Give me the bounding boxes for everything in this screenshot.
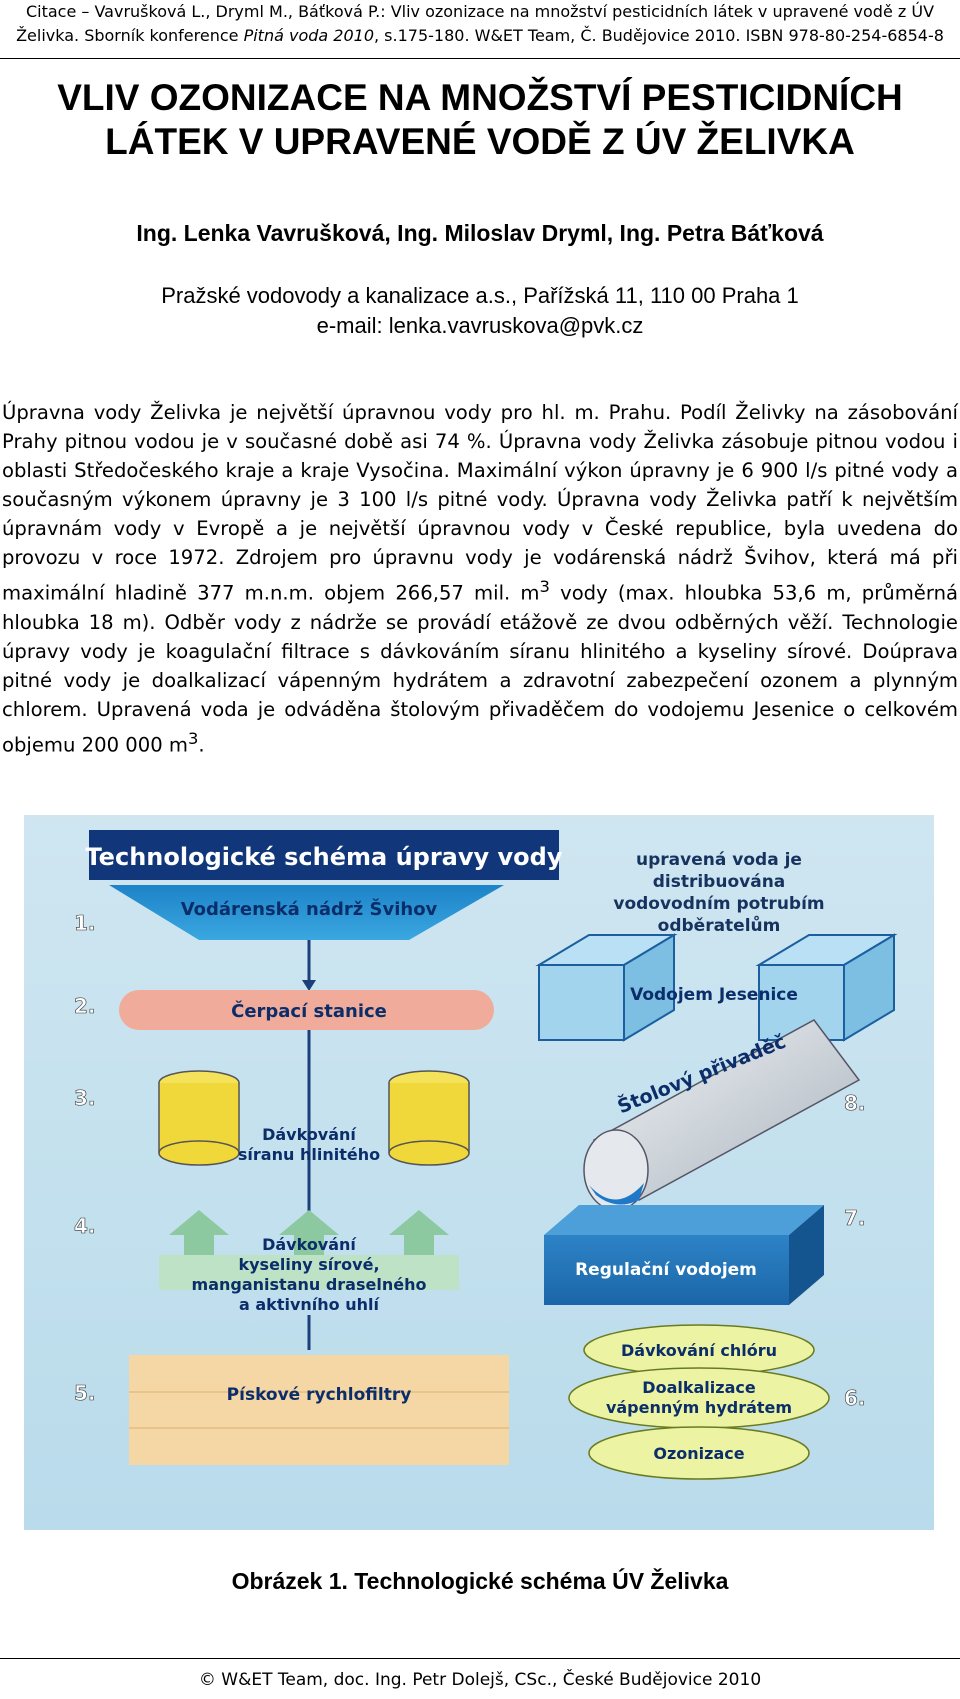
step-7-label: 7. <box>844 1206 866 1230</box>
arrow-up-3 <box>389 1210 449 1255</box>
step-2-label: 2. <box>74 994 96 1018</box>
technology-scheme-figure: Technologické schéma úpravy vody 1. 2. 3… <box>24 815 934 1530</box>
acid-dosing-band <box>159 1255 459 1290</box>
sand-filters <box>129 1355 509 1465</box>
reservoir-box-1 <box>538 964 625 1041</box>
step-1-label: 1. <box>74 911 96 935</box>
regulation-box <box>544 1235 789 1305</box>
ozone-label: Ozonizace <box>653 1444 744 1463</box>
citation-line-2: Želivka. Sborník konference Pitná voda 2… <box>0 24 960 48</box>
step-8-label: 8. <box>844 1091 866 1115</box>
affiliation-email[interactable]: e-mail: lenka.vavruskova@pvk.cz <box>316 313 644 338</box>
step-5-label: 5. <box>74 1381 96 1405</box>
figure-caption: Obrázek 1. Technologické schéma ÚV Želiv… <box>231 1568 729 1594</box>
dosing-2-line-2: kyseliny sírové, <box>238 1255 379 1274</box>
citation-conference-name: Pitná voda 2010 <box>243 26 374 45</box>
paper-title: VLIV OZONIZACE NA MNOŽSTVÍ PESTICIDNÍCH … <box>0 76 960 164</box>
arrow-up-2 <box>279 1210 339 1255</box>
tank-right-bottom <box>388 1140 470 1166</box>
dosing-1-line-2: síranu hlinitého <box>238 1145 380 1164</box>
arrow-head-1 <box>302 980 316 991</box>
reservoir-label: Vodárenská nádrž Švihov <box>181 898 438 920</box>
alkalization-line-2: vápenným hydrátem <box>606 1398 792 1417</box>
arrow-up-1 <box>169 1210 229 1255</box>
title-line-2: LÁTEK V UPRAVENÉ VODĚ Z ÚV ŽELIVKA <box>105 121 855 162</box>
footer-divider <box>0 1658 960 1659</box>
body-text-a: Úpravna vody Želivka je největší úpravno… <box>2 401 958 605</box>
dosing-2-line-1: Dávkování <box>262 1235 357 1254</box>
ozone-ellipse <box>588 1426 810 1480</box>
step-6-label: 6. <box>844 1386 866 1410</box>
pump-station-label: Čerpací stanice <box>231 1000 387 1022</box>
superscript-3b: 3 <box>188 728 199 748</box>
step-3-label: 3. <box>74 1086 96 1110</box>
chlorine-label: Dávkování chlóru <box>621 1341 777 1360</box>
regulation-label: Regulační vodojem <box>575 1260 757 1280</box>
reservoir-box-1-side <box>623 933 675 1042</box>
tunnel-water <box>589 1183 644 1205</box>
regulation-box-top <box>544 1205 824 1235</box>
superscript-3: 3 <box>539 577 550 596</box>
body-paragraph: Úpravna vody Želivka je největší úpravno… <box>2 398 958 759</box>
tank-left-bottom <box>158 1140 240 1166</box>
affiliation-address: Pražské vodovody a kanalizace a.s., Paří… <box>161 283 799 308</box>
dosing-1-line-1: Dávkování <box>262 1125 357 1144</box>
citation-header: Citace – Vavrušková L., Dryml M., Báťkov… <box>0 0 960 48</box>
distribution-line-3: vodovodním potrubím <box>613 894 824 914</box>
figure-title: Technologické schéma úpravy vody <box>86 843 563 871</box>
dosing-2-line-3: manganistanu draselného <box>192 1275 427 1294</box>
dosing-2-line-4: a aktivního uhlí <box>239 1295 380 1314</box>
pump-station-shape <box>119 990 494 1030</box>
distribution-line-4: odběratelům <box>658 914 781 936</box>
body-text-end: . <box>198 733 205 757</box>
jesenice-label: Vodojem Jesenice <box>630 985 798 1005</box>
regulation-box-side <box>789 1205 824 1305</box>
authors: Ing. Lenka Vavrušková, Ing. Miloslav Dry… <box>136 220 824 246</box>
step-4-label: 4. <box>74 1214 96 1238</box>
footer: © W&ET Team, doc. Ing. Petr Dolejš, CSc.… <box>198 1670 762 1690</box>
figure-title-bar <box>89 830 559 880</box>
body-text-b: vody (max. hloubka 53,6 m, průměrná hlou… <box>2 581 958 757</box>
title-line-1: VLIV OZONIZACE NA MNOŽSTVÍ PESTICIDNÍCH <box>57 77 903 118</box>
affiliation: Pražské vodovody a kanalizace a.s., Paří… <box>0 281 960 341</box>
citation-line-2-a: Želivka. Sborník konference <box>16 26 244 45</box>
sand-filters-label: Pískové rychlofiltry <box>227 1385 412 1405</box>
header-divider <box>0 58 960 59</box>
scheme-svg: Technologické schéma úpravy vody 1. 2. 3… <box>24 815 934 1530</box>
alkalization-line-1: Doalkalizace <box>642 1378 756 1397</box>
distribution-line-1: upravená voda je <box>636 850 802 870</box>
reservoir-funnel <box>109 885 504 940</box>
distribution-line-2: distribuována <box>653 872 786 892</box>
citation-line-2-b: , s.175-180. W&ET Team, Č. Budějovice 20… <box>374 26 944 45</box>
reservoir-box-2-side <box>843 933 895 1042</box>
citation-line-1: Citace – Vavrušková L., Dryml M., Báťkov… <box>25 2 935 21</box>
